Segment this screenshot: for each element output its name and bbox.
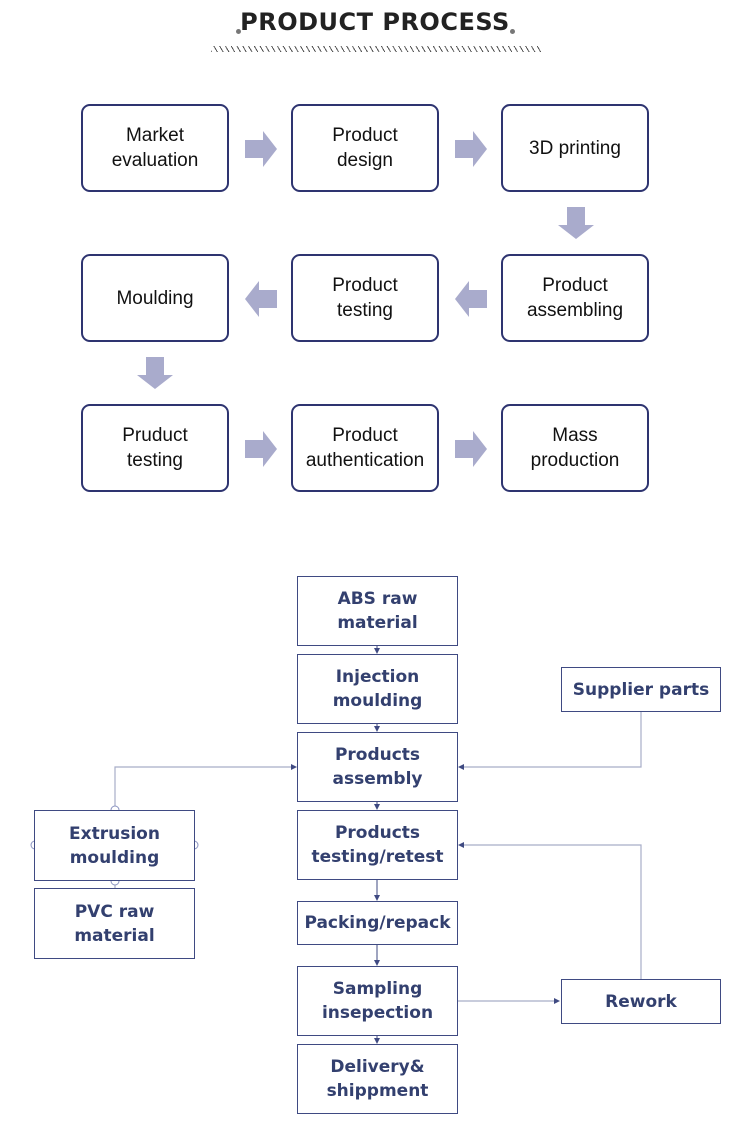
step-product-testing: Product testing (291, 254, 439, 342)
step-label: Mass production (530, 425, 620, 471)
node-label: Supplier parts (572, 679, 710, 700)
arrow-down-icon (558, 207, 594, 239)
step-product-assembling: Product assembling (501, 254, 649, 342)
node-products-assembly: Products assembly (297, 732, 458, 802)
node-label: PVC raw material (74, 901, 155, 946)
title-underline-hatch (211, 46, 541, 52)
header: PRODUCT PROCESS (0, 8, 750, 36)
title-dot-left (236, 29, 241, 34)
arrow-left-icon (245, 281, 277, 317)
node-label: Delivery& shippment (326, 1057, 429, 1101)
node-supplier-parts: Supplier parts (561, 667, 721, 712)
arrowhead-icon (291, 764, 297, 770)
arrowhead-icon (458, 764, 464, 770)
node-label: Packing/repack (304, 913, 451, 933)
page-title: PRODUCT PROCESS (240, 8, 510, 36)
title-dot-right (510, 29, 515, 34)
step-3d-printing: 3D printing (501, 104, 649, 192)
arrow-right-icon (245, 131, 277, 167)
node-label: Rework (605, 991, 677, 1012)
node-label: Products testing/retest (311, 823, 444, 867)
step-label: Market evaluation (111, 125, 199, 171)
node-label: Products assembly (332, 745, 423, 789)
node-label: Extrusion moulding (69, 823, 160, 868)
step-label: Pruduct testing (122, 425, 188, 471)
connector-extrusion-assembly (114, 766, 292, 810)
connector-rework-testing (462, 844, 642, 979)
node-label: Injection moulding (332, 667, 423, 711)
node-extrusion-moulding: Extrusion moulding (34, 810, 195, 881)
arrowhead-icon (458, 842, 464, 848)
step-label: 3D printing (529, 137, 621, 159)
arrow-down-icon (137, 357, 173, 389)
node-rework: Rework (561, 979, 721, 1024)
node-label: Sampling insepection (321, 979, 434, 1023)
step-pruduct-testing: Pruduct testing (81, 404, 229, 492)
node-abs-raw-material: ABS raw material (297, 576, 458, 646)
step-label: Product authentication (305, 425, 425, 471)
node-sampling-inspection: Sampling insepection (297, 966, 458, 1036)
step-label: Moulding (116, 287, 194, 309)
arrowhead-icon (554, 998, 560, 1004)
step-product-authentication: Product authentication (291, 404, 439, 492)
node-injection-moulding: Injection moulding (297, 654, 458, 724)
connector-supplier-assembly (462, 712, 642, 768)
step-moulding: Moulding (81, 254, 229, 342)
arrow-right-icon (245, 431, 277, 467)
step-label: Product design (332, 125, 398, 171)
node-delivery-shipment: Delivery& shippment (297, 1044, 458, 1114)
step-market-evaluation: Market evaluation (81, 104, 229, 192)
arrow-right-icon (455, 131, 487, 167)
node-packing: Packing/repack (297, 901, 458, 945)
step-mass-production: Mass production (501, 404, 649, 492)
arrow-left-icon (455, 281, 487, 317)
arrow-right-icon (455, 431, 487, 467)
node-pvc-raw-material: PVC raw material (34, 888, 195, 959)
node-label: ABS raw material (337, 589, 418, 633)
step-label: Product testing (332, 275, 398, 321)
step-label: Product assembling (526, 275, 624, 321)
step-product-design: Product design (291, 104, 439, 192)
node-products-testing: Products testing/retest (297, 810, 458, 880)
